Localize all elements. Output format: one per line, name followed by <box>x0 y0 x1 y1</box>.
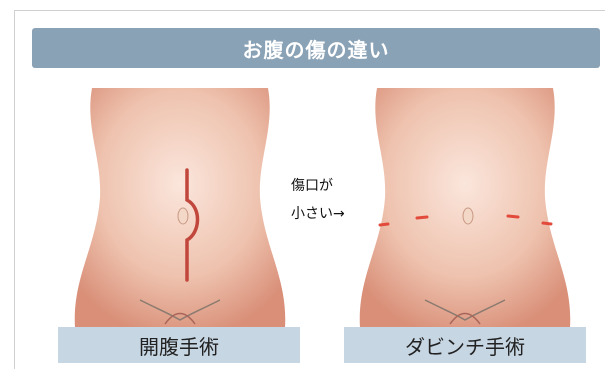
open-surgery-illustration <box>70 88 290 328</box>
davinci-surgery-illustration <box>355 88 575 328</box>
open-surgery-label: 開腹手術 <box>58 327 300 363</box>
diagram-title: お腹の傷の違い <box>32 28 600 68</box>
navel <box>463 208 473 224</box>
navel <box>178 208 188 224</box>
davinci-surgery-label: ダビンチ手術 <box>344 327 586 363</box>
torso-body <box>360 88 571 328</box>
caption-line-1: 傷口が <box>291 172 345 200</box>
caption-line-2: 小さい→ <box>291 200 345 228</box>
small-incision-caption: 傷口が 小さい→ <box>291 172 345 228</box>
torso-body <box>75 88 286 328</box>
